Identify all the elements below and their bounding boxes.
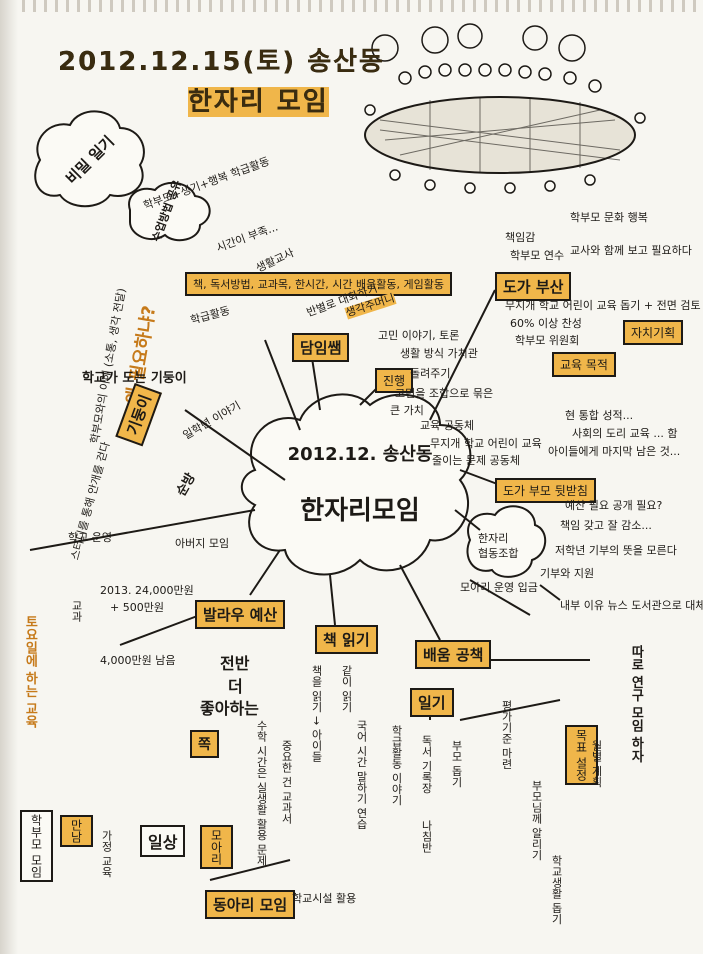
parents-help: 부모 돕기 [450, 740, 464, 788]
share-box: 배움 공책 [415, 640, 492, 669]
bottom-box: 동아리 모임 [205, 890, 296, 919]
more2: 더 [228, 677, 243, 696]
self-plan-box: 자치기획 [623, 320, 684, 345]
homeroom-box: 담임쌤 [292, 333, 350, 362]
dunga-top1: 책임감 [505, 231, 536, 244]
right-note7: 예산 필요 공개 필요? [565, 499, 663, 512]
center-line1: 2012.12. 송산동 [287, 444, 433, 465]
right-note11: 모아리 운영 입금 [460, 581, 538, 594]
dunga-top3: 학부모 문화 행복 [570, 211, 648, 224]
right-note3: 아이들에게 마지막 남은 것... [548, 445, 681, 458]
right-note8: 책임 갖고 잘 감소... [560, 519, 652, 532]
share-sub: 학급활동 이야기 [390, 725, 404, 806]
dunga-box: 도가 부산 [495, 272, 572, 301]
school-life: 학교생활 돕기 [550, 855, 564, 925]
small-cloud-shape [128, 181, 211, 242]
budget-line2: + 500만원 [110, 601, 164, 614]
budget-line1: 2013. 24,000만원 [100, 584, 194, 597]
right-note5: 줄이는 문제 공동체 [432, 454, 520, 467]
budget-line3: 4,000만원 남음 [100, 654, 176, 667]
compass: 나침반 [420, 820, 434, 853]
dunga-top2: 학부모 연수 [510, 249, 565, 262]
left-vertical-box1: 학부모 모임 [20, 810, 53, 882]
goal-box: 목표 설정 [565, 725, 598, 785]
note-mid4: 고민을 조합으로 묶은 [395, 387, 494, 400]
top-left-cloud-shape [34, 110, 145, 208]
center-cloud-shape [240, 393, 472, 576]
notes1: 수학 시간은 실생활 활용 문제 [255, 720, 269, 866]
page-title-date: 2012.12.15(토) 송산동 [58, 47, 385, 77]
left-vertical-box2: 만남 [60, 815, 93, 847]
spiral-binding [0, 0, 703, 12]
dunga-r1: 교사와 함께 보고 필요하다 [570, 244, 692, 257]
dunga-r3: 60% 이상 찬성 [510, 317, 582, 330]
right-note4: 무지개 학교 어린이 교육 [430, 437, 542, 450]
right-note10: 기부와 지원 [540, 567, 595, 580]
goal-sub: 부모님께 알리기 [530, 780, 544, 861]
budget-box: 발라우 예산 [195, 600, 286, 629]
mid-box: 진행 [375, 368, 414, 393]
paper-edge [0, 0, 18, 954]
page-title-name-highlight: 한자리 모임 [188, 87, 329, 117]
mother-box: 모아리 [200, 825, 233, 869]
right-cloud-shape [466, 505, 547, 578]
education-purpose-box: 교육 목적 [552, 352, 616, 377]
reading-box: 책 읽기 [315, 625, 378, 654]
note-mid1: 고민 이야기, 토론 [378, 329, 460, 342]
reward-box: 일상 [140, 825, 186, 857]
left-vertical-note: 교과 [70, 600, 84, 622]
monthly: 월별 계획 [590, 740, 604, 788]
note-manage: 학교 운영 [68, 531, 112, 544]
share2-box: 일기 [410, 688, 454, 717]
notes2: 중요한 건 교과서 [280, 740, 294, 824]
dunga-r2: 무지개 학교 어린이 교육 돕기 + 전면 검토 [505, 299, 701, 312]
left-vertical-title: 토요일에 하는 교육 [22, 615, 38, 729]
whiteboard-box: 책, 독서방법, 교과목, 한시간, 시간 배움활동, 게임활동 [185, 272, 452, 296]
right-cloud-text1: 한자리 [478, 532, 509, 545]
note-mid2: 생활 방식 가치관 [400, 347, 478, 360]
note-mid5: 큰 가치 [390, 404, 424, 417]
notes3: 국어 시간 말하기 연습 [355, 720, 369, 830]
right-note1: 현 통합 성적... [565, 409, 634, 422]
note-fathers: 아버지 모임 [175, 537, 230, 550]
page-title-name: 한자리 모임 [188, 87, 329, 117]
right-note12: 내부 이유 뉴스 도서관으로 대체 [560, 599, 703, 612]
evaluation: 평가기준 마련 [500, 700, 514, 770]
reading-sub2: 같이 읽기 [340, 665, 354, 713]
school-goal-label: 학교가 도는 기둥이 [82, 371, 187, 386]
right-note2: 사회의 도리 교육 ... 함 [572, 427, 678, 440]
center-line2: 한자리모임 [300, 496, 420, 526]
far-right-vertical: 따로 연구 모임 하자 [628, 645, 644, 763]
more1: 전반 [220, 654, 250, 673]
more4-box: 쪽 [190, 730, 219, 758]
dunga-r4: 학부모 위원회 [515, 334, 580, 347]
right-box: 도가 부모 뒷받침 [495, 478, 596, 503]
bottom-sub: 학교시설 활용 [292, 892, 357, 905]
right-note9: 저학년 기부의 뜻을 모른다 [555, 544, 677, 557]
note-mid3: 돌려주기 [410, 367, 451, 380]
right-cloud-text2: 협동조합 [478, 547, 519, 560]
home-note: 가정 교육 [100, 830, 114, 878]
more3: 좋아하는 [200, 699, 259, 718]
reading-sub1: 책을 읽기 → 아이들 [310, 665, 324, 762]
notes4: 독서 기록장 [420, 735, 434, 794]
note-mid6: 교육 공동체 [420, 419, 475, 432]
